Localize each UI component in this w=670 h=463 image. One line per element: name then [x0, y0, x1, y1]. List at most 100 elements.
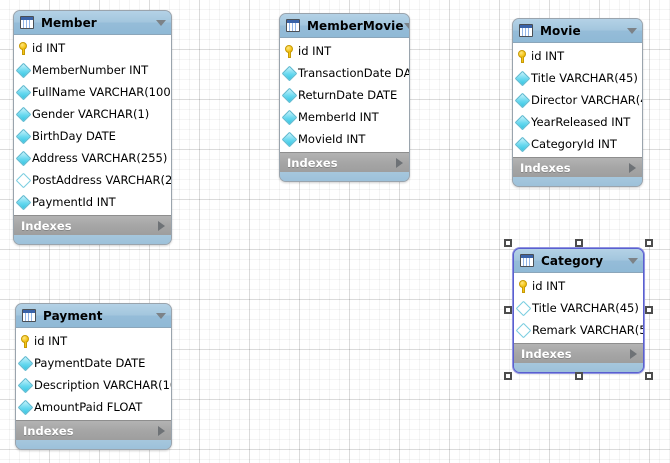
table-header-payment[interactable]: Payment [16, 304, 171, 328]
column-list: id INT Title VARCHAR(45) Remark VARCHAR(50… [514, 273, 643, 343]
handle-top-left[interactable] [504, 239, 512, 247]
table-icon [520, 254, 534, 267]
table-header-membermovie[interactable]: MemberMovie [280, 14, 409, 38]
indexes-label: Indexes [23, 423, 74, 438]
handle-middle-left[interactable] [504, 305, 512, 314]
column-label: id INT [531, 49, 565, 63]
handle-top-right[interactable] [645, 239, 653, 247]
table-name-label: Movie [540, 23, 581, 38]
triangle-right-icon[interactable] [630, 348, 637, 359]
column-list: id INT MemberNumber INT FullName VARCHAR(1… [14, 35, 171, 215]
triangle-right-icon[interactable] [158, 220, 165, 231]
column-label: AmountPaid FLOAT [34, 400, 143, 414]
column-row[interactable]: FullName VARCHAR(100) [14, 81, 171, 103]
diamond-icon [17, 355, 34, 371]
indexes-section-category[interactable]: Indexes [514, 343, 643, 363]
column-row[interactable]: id INT [14, 37, 171, 59]
column-label: MemberNumber INT [32, 63, 149, 77]
column-row[interactable]: MemberNumber INT [14, 59, 171, 81]
chevron-down-icon[interactable] [156, 312, 166, 319]
column-label: Address VARCHAR(255) [32, 151, 168, 165]
column-label: BirthDay DATE [32, 129, 116, 143]
column-row[interactable]: MemberId INT [280, 106, 409, 128]
column-row[interactable]: Title VARCHAR(45) [513, 67, 642, 89]
column-row[interactable]: PostAddress VARCHAR(255) [14, 169, 171, 191]
chevron-down-icon[interactable] [403, 22, 409, 29]
column-row[interactable]: id INT [513, 45, 642, 67]
table-footer-strip [513, 177, 642, 186]
column-row[interactable]: Gender VARCHAR(1) [14, 103, 171, 125]
column-row[interactable]: AmountPaid FLOAT [16, 396, 171, 418]
diamond-icon [15, 194, 32, 210]
column-row[interactable]: PaymentId INT [14, 191, 171, 213]
column-row[interactable]: ReturnDate DATE [280, 84, 409, 106]
table-figure-payment[interactable]: Payment id INT PaymentDate DATE Description… [15, 303, 172, 450]
column-label: Gender VARCHAR(1) [32, 107, 150, 121]
chevron-down-icon[interactable] [628, 257, 638, 264]
triangle-right-icon[interactable] [629, 162, 636, 173]
table-header-member[interactable]: Member [14, 11, 171, 35]
column-row[interactable]: BirthDay DATE [14, 125, 171, 147]
column-label: Title VARCHAR(45) [532, 301, 639, 315]
column-label: YearReleased INT [531, 115, 631, 129]
column-row[interactable]: TransactionDate DATE [280, 62, 409, 84]
column-label: PaymentDate DATE [34, 356, 146, 370]
diamond-icon [15, 84, 32, 100]
diamond-icon [514, 70, 531, 86]
table-name-label: Payment [43, 308, 103, 323]
column-label: Remark VARCHAR(500) [532, 323, 643, 337]
diamond-icon [281, 87, 298, 103]
table-footer-strip [280, 172, 409, 181]
column-row[interactable]: Title VARCHAR(45) [514, 297, 643, 319]
column-row[interactable]: id INT [280, 40, 409, 62]
table-figure-category[interactable]: Category id INT Title VARCHAR(45) Remark VA… [513, 248, 644, 373]
handle-top-center[interactable] [574, 239, 583, 247]
indexes-section-membermovie[interactable]: Indexes [280, 152, 409, 172]
table-footer-strip [514, 363, 643, 372]
column-row[interactable]: Description VARCHAR(100) [16, 374, 171, 396]
key-icon [518, 279, 529, 293]
key-icon [18, 41, 29, 55]
column-label: ReturnDate DATE [298, 88, 398, 102]
column-label: Description VARCHAR(100) [34, 378, 171, 392]
table-header-category[interactable]: Category [514, 249, 643, 273]
table-figure-movie[interactable]: Movie id INT Title VARCHAR(45)Director VAR… [512, 18, 643, 187]
column-row[interactable]: Address VARCHAR(255) [14, 147, 171, 169]
column-row[interactable]: id INT [16, 330, 171, 352]
indexes-section-movie[interactable]: Indexes [513, 157, 642, 177]
handle-middle-right[interactable] [645, 305, 653, 314]
column-row[interactable]: CategoryId INT [513, 133, 642, 155]
chevron-down-icon[interactable] [627, 27, 637, 34]
diamond-icon [514, 114, 531, 130]
table-name-label: Category [541, 253, 604, 268]
column-row[interactable]: Remark VARCHAR(500) [514, 319, 643, 341]
table-footer-strip [16, 440, 171, 449]
diamond-icon [17, 399, 34, 415]
triangle-right-icon[interactable] [158, 425, 165, 436]
column-row[interactable]: Director VARCHAR(45) [513, 89, 642, 111]
handle-bottom-center[interactable] [574, 372, 583, 380]
column-row[interactable]: MovieId INT [280, 128, 409, 150]
indexes-label: Indexes [21, 218, 72, 233]
selection-handles [504, 239, 653, 380]
triangle-right-icon[interactable] [396, 157, 403, 168]
column-row[interactable]: id INT [514, 275, 643, 297]
column-row[interactable]: PaymentDate DATE [16, 352, 171, 374]
column-label: id INT [532, 279, 566, 293]
handle-bottom-left[interactable] [504, 372, 512, 380]
indexes-section-member[interactable]: Indexes [14, 215, 171, 235]
diamond-icon [15, 106, 32, 122]
column-row[interactable]: YearReleased INT [513, 111, 642, 133]
column-list: id INT Title VARCHAR(45)Director VARCHAR(… [513, 43, 642, 157]
handle-bottom-right[interactable] [645, 372, 653, 380]
chevron-down-icon[interactable] [156, 19, 166, 26]
table-icon [519, 24, 533, 37]
column-label: MemberId INT [298, 110, 379, 124]
diamond-icon [514, 136, 531, 152]
indexes-label: Indexes [520, 160, 571, 175]
indexes-section-payment[interactable]: Indexes [16, 420, 171, 440]
key-icon [20, 334, 31, 348]
table-header-movie[interactable]: Movie [513, 19, 642, 43]
